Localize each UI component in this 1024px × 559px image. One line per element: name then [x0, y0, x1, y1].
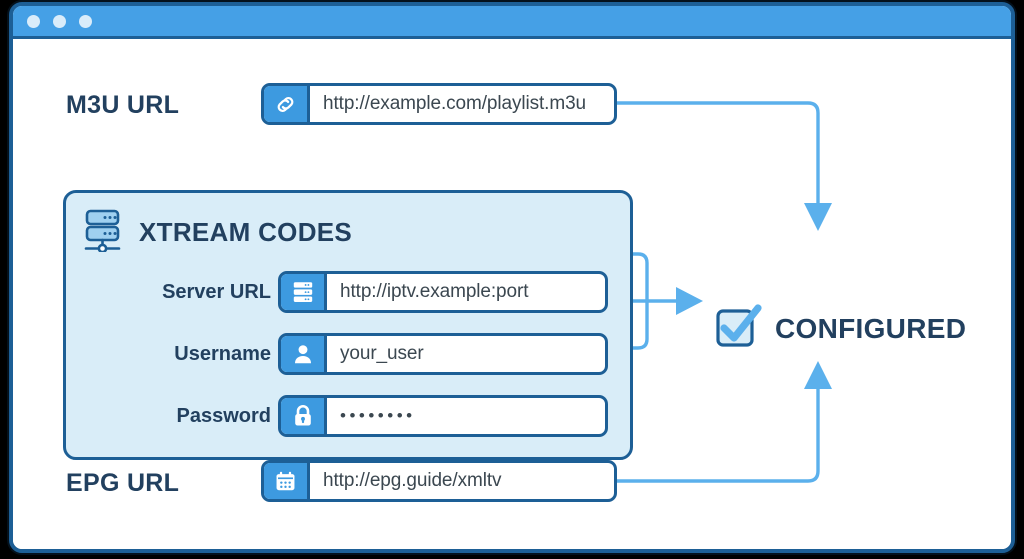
server-rack-icon: [281, 274, 327, 310]
password-field[interactable]: ••••••••: [278, 395, 608, 437]
window-titlebar: [13, 6, 1011, 39]
server-url-value: http://iptv.example:port: [340, 281, 529, 302]
username-label: Username: [174, 343, 271, 365]
configured-status: CONFIGURED: [713, 301, 966, 356]
wire-epg: [615, 385, 820, 483]
wire-xtream-arrowhead: [676, 287, 703, 315]
diagram-canvas: M3U URL http://example.com/playlist.m3u: [13, 39, 1011, 549]
epg-url-value: http://epg.guide/xmltv: [323, 470, 502, 491]
maximize-dot[interactable]: [79, 14, 92, 28]
user-icon: [281, 336, 327, 372]
calendar-icon: [264, 463, 310, 499]
minimize-dot[interactable]: [53, 14, 66, 28]
xtream-codes-header: XTREAM CODES: [83, 208, 352, 257]
configured-label: CONFIGURED: [775, 312, 967, 344]
wire-m3u: [615, 101, 820, 207]
wire-m3u-arrowhead: [804, 203, 832, 231]
close-dot[interactable]: [27, 14, 40, 28]
checkbox-checked-icon: [713, 301, 763, 356]
server-network-icon: [83, 208, 125, 257]
epg-url-label: EPG URL: [66, 469, 180, 497]
server-url-label: Server URL: [162, 281, 271, 303]
m3u-url-label: M3U URL: [66, 91, 180, 119]
lock-icon: [281, 398, 327, 434]
password-value: ••••••••: [340, 406, 416, 425]
password-label: Password: [176, 405, 271, 427]
m3u-url-field[interactable]: http://example.com/playlist.m3u: [261, 83, 617, 125]
link-icon: [264, 86, 310, 122]
xtream-codes-title: XTREAM CODES: [139, 217, 353, 247]
wire-epg-arrowhead: [804, 361, 832, 389]
app-window: M3U URL http://example.com/playlist.m3u: [9, 2, 1015, 553]
server-url-field[interactable]: http://iptv.example:port: [278, 271, 608, 313]
username-field[interactable]: your_user: [278, 333, 608, 375]
m3u-url-value: http://example.com/playlist.m3u: [323, 93, 587, 114]
epg-url-field[interactable]: http://epg.guide/xmltv: [261, 460, 617, 502]
username-value: your_user: [340, 343, 424, 364]
xtream-codes-panel: XTREAM CODES Server URL: [63, 190, 633, 460]
